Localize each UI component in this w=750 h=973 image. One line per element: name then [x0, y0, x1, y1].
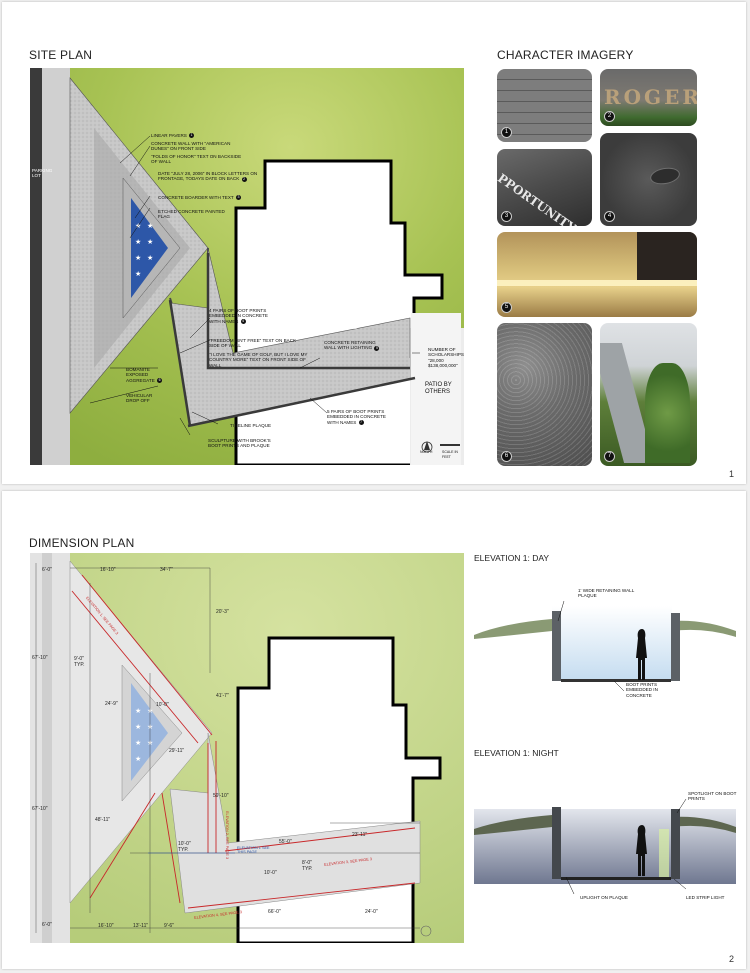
dim-d20: 16'-10" [98, 923, 114, 929]
page-number-1: 1 [729, 469, 735, 479]
dim-d9: 10'-0" [156, 702, 169, 708]
dim-d24: 24'-0" [365, 909, 378, 915]
svg-text:★: ★ [147, 254, 153, 262]
tile-boot-print: 4 [600, 133, 697, 226]
spotlight-label: SPOTLIGHT ON BOOT PRINTS [688, 791, 737, 802]
folds-of-honor-label: "FOLDS OF HONOR" TEXT ON BACKSIDE OF WAL… [151, 154, 242, 165]
tile-wall-lettering: ROGER 2 [600, 69, 697, 126]
dimension-plan-title: DIMENSION PLAN [29, 536, 135, 550]
dim-d3: 34'-7" [160, 567, 173, 573]
dim-d17: 10'-0" [264, 870, 277, 876]
wall-plaque-label: 1' WIDE RETAINING WALL PLAQUE [578, 588, 635, 599]
elevation-night-title: ELEVATION 1: NIGHT [474, 748, 559, 758]
led-strip-label: LED STRIP LIGHT [686, 895, 725, 900]
elevation-day-drawing [474, 600, 736, 692]
tile-wall-lighting: 5 [497, 232, 697, 317]
dim-d19: 6'-0" [42, 922, 52, 928]
dim-d11: 59'-10" [213, 793, 229, 799]
svg-text:★: ★ [147, 222, 153, 230]
dim-d15: 55'-0" [279, 839, 292, 845]
boot-prints-day-label: BOOT PRINTS EMBEDDED IN CONCRETE [626, 682, 658, 698]
dim-d7: 41'-7" [216, 693, 229, 699]
vehicular-drop-off-label: VEHICULAR DROP OFF [126, 393, 153, 404]
tile-linear-pavers: 1 [497, 69, 592, 142]
linear-pavers-label: LINEAR PAVERS 1 [151, 133, 195, 139]
svg-text:★: ★ [135, 723, 141, 731]
dim-d12: 67'-10" [32, 806, 48, 812]
dim-d14: 10'-0" TYP. [178, 841, 191, 853]
patio-label: PATIO BY OTHERS [425, 382, 452, 395]
native-berms-label-2: NATIVE LANDSCAPE BERMS [285, 446, 348, 451]
svg-text:★: ★ [147, 238, 153, 246]
sculpture-label: SCULPTURE WITH BROOK'S BOOT PRINTS AND P… [208, 438, 271, 449]
dimension-plan-drawing: ★★ ★★ ★★ ★ [30, 553, 464, 943]
scale-label: SCALE IN FEET [442, 450, 458, 460]
dim-d22: 9'-6" [164, 923, 174, 929]
dim-d23: 66'-0" [268, 909, 281, 915]
bomanite-label: BOMANITE EXPOSED AGGREGATE 6 [126, 367, 163, 384]
etched-flag-label: ETCHED CONCRETE PAINTED FLAG [158, 209, 225, 220]
elevation-day-title: ELEVATION 1: DAY [474, 553, 550, 563]
dim-d2: 16'-10" [100, 567, 116, 573]
elevation-ref: ELEVATION 1 SEE THIS PAGE [237, 846, 270, 854]
timeline-plaque-label: TIMELINE PLAQUE [230, 423, 272, 428]
page-2: DIMENSION PLAN ★★ ★★ ★★ ★ [2, 491, 746, 969]
svg-text:★: ★ [135, 270, 141, 278]
svg-text:★: ★ [135, 254, 141, 262]
dim-d13: 48'-11" [95, 817, 111, 823]
freedom-text-label: "FREEDOM ISN'T FREE" TEXT ON BACK SIDE O… [209, 338, 297, 349]
dim-d6: 9'-0" TYP. [74, 656, 85, 668]
dim-d8: 24'-9" [105, 701, 118, 707]
date-label: DATE "JULY 28, 2006" IN BLOCK LETTERS ON… [158, 171, 258, 182]
parking-lot-label: PARKING LOT [32, 168, 53, 179]
character-imagery-title: CHARACTER IMAGERY [497, 48, 634, 62]
elevation-night-drawing [474, 798, 736, 895]
uplight-label: UPLIGHT ON PLAQUE [580, 895, 628, 900]
north-label: NORTH [420, 450, 433, 454]
concrete-border-label: CONCRETE BOARDER WITH TEXT 3 [158, 195, 241, 201]
boot-prints-4-label: 4 PAIRS OF BOOT PRINTS EMBEDDED IN CONCR… [209, 308, 268, 325]
svg-text:★: ★ [135, 755, 141, 763]
svg-text:★: ★ [135, 739, 141, 747]
dim-d4: 20'-3" [216, 609, 229, 615]
love-golf-label: "I LOVE THE GAME OF GOLF, BUT I LOVE MY … [209, 352, 308, 368]
tile-engraved-border: PPORTUNITY 3 [497, 149, 592, 226]
svg-text:★: ★ [135, 238, 141, 246]
dim-d5: 67'-10" [32, 655, 48, 661]
dim-d16: 23'-11" [352, 832, 368, 838]
site-plan-drawing: ★★ ★★ ★★ ★ [30, 68, 464, 465]
site-plan-title: SITE PLAN [29, 48, 93, 62]
boot-prints-5-label: 5 PAIRS OF BOOT PRINTS EMBEDDED IN CONCR… [327, 409, 386, 426]
svg-text:★: ★ [135, 707, 141, 715]
tile-exposed-aggregate: 6 [497, 323, 592, 466]
dim-d10: 29'-11" [169, 748, 185, 754]
retaining-wall-label: CONCRETE RETAINING WALL WITH LIGHTING 5 [324, 340, 380, 351]
dim-d18: 8'-0" TYP. [302, 860, 313, 872]
native-berms-label-1: NATIVE LANDSCAPE BERMS [294, 325, 357, 330]
dim-d1: 6'-0" [42, 567, 52, 573]
dim-d21: 13'-11" [133, 923, 149, 929]
page-number-2: 2 [729, 954, 735, 964]
page-1: SITE PLAN CHARACTER IMAGERY [2, 2, 746, 484]
tile-retaining-wall: 7 [600, 323, 697, 466]
concrete-wall-label: CONCRETE WALL WITH "AMERICAN DUNES" ON F… [151, 141, 231, 152]
scholarships-label: NUMBER OF SCHOLARSHIPS "28,000 $138,000,… [428, 347, 464, 369]
elev-label-b: ELEVATION 2, SEE PAGE 3 [225, 811, 229, 860]
